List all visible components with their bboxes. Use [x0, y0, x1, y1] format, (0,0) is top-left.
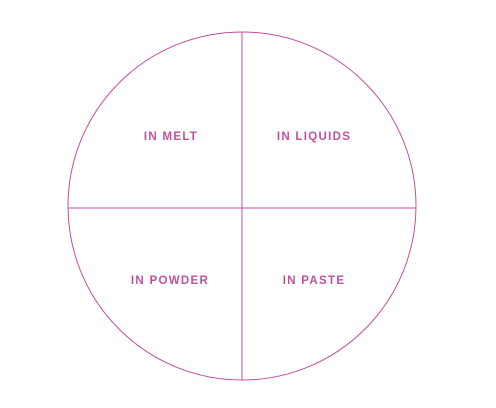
- quadrant-label-top-right: IN LIQUIDS: [277, 131, 351, 143]
- quadrant-label-top-left: IN MELT: [144, 131, 198, 143]
- quadrant-label-bottom-left: IN POWDER: [131, 275, 209, 287]
- quadrant-label-bottom-right: IN PASTE: [283, 275, 346, 287]
